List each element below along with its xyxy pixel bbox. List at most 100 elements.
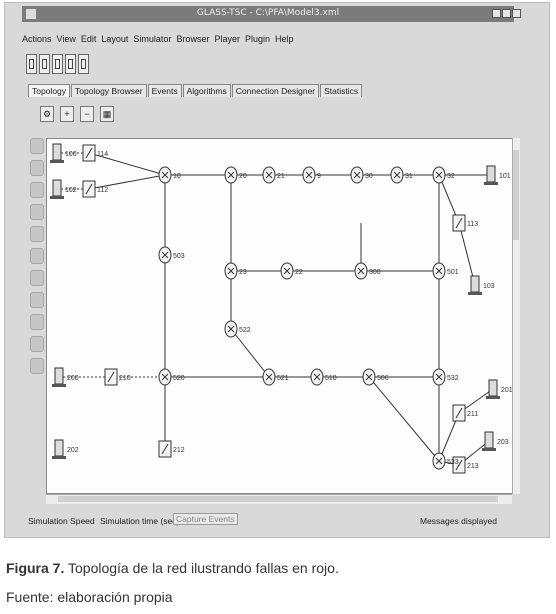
- open-file-button[interactable]: [39, 54, 50, 74]
- tab-algorithms[interactable]: Algorithms: [182, 84, 231, 97]
- node-203[interactable]: 203: [482, 431, 509, 451]
- link-506-533[interactable]: [368, 376, 440, 462]
- node-20[interactable]: 20: [224, 166, 247, 184]
- link-522-521[interactable]: [230, 328, 270, 378]
- capture-events-checkbox[interactable]: Capture Events: [173, 513, 238, 525]
- node-label-21: 21: [277, 173, 285, 180]
- node-201[interactable]: 201: [486, 379, 513, 399]
- node-21[interactable]: 21: [262, 166, 285, 184]
- node-300[interactable]: 300: [354, 262, 381, 280]
- menu-browser[interactable]: Browser: [176, 34, 210, 44]
- node-114[interactable]: 114: [82, 144, 108, 162]
- node-532[interactable]: 532: [432, 368, 459, 386]
- server-tool-icon[interactable]: [30, 226, 44, 242]
- tab-statistics[interactable]: Statistics: [320, 84, 363, 97]
- node-210[interactable]: 210: [104, 368, 131, 386]
- node-32[interactable]: 32: [432, 166, 455, 184]
- minimize-icon[interactable]: [492, 9, 501, 18]
- menu-edit[interactable]: Edit: [80, 34, 97, 44]
- node-10[interactable]: 10: [158, 166, 181, 184]
- node-30[interactable]: 30: [350, 166, 373, 184]
- export-button[interactable]: [78, 54, 89, 74]
- menu-plugin[interactable]: Plugin: [244, 34, 270, 44]
- title-bar: GLASS-TSC - C:\PFA\Model3.xml: [22, 6, 521, 22]
- close-icon[interactable]: [512, 9, 521, 18]
- node-103[interactable]: 103: [468, 275, 495, 295]
- node-9[interactable]: 9: [302, 166, 321, 184]
- menu-view[interactable]: View: [56, 34, 76, 44]
- link-112-10[interactable]: [88, 174, 166, 190]
- node-522[interactable]: 522: [224, 320, 251, 338]
- node-31[interactable]: 31: [390, 166, 413, 184]
- node-113[interactable]: 113: [452, 214, 478, 232]
- speed-label: Simulation Speed: [28, 516, 95, 526]
- link-114-10[interactable]: [88, 152, 166, 176]
- link-113-103[interactable]: [458, 222, 476, 286]
- vertical-scroll-thumb[interactable]: [513, 150, 519, 240]
- node-112[interactable]: 112: [82, 180, 108, 198]
- router-tool-icon[interactable]: [30, 160, 44, 176]
- node-503[interactable]: 503: [158, 246, 185, 264]
- node-label-113: 113: [467, 221, 478, 228]
- switch-tool-icon[interactable]: [30, 182, 44, 198]
- node-label-100: 100: [65, 151, 77, 158]
- gear-icon[interactable]: ⚙: [40, 106, 54, 122]
- tab-connection-designer[interactable]: Connection Designer: [231, 84, 320, 97]
- menu-layout[interactable]: Layout: [101, 34, 129, 44]
- node-tool-icon[interactable]: [30, 314, 44, 330]
- node-501[interactable]: 501: [432, 262, 459, 280]
- tab-events[interactable]: Events: [147, 84, 182, 97]
- node-100[interactable]: 100: [50, 143, 77, 163]
- menu-simulator[interactable]: Simulator: [133, 34, 172, 44]
- tab-topology[interactable]: Topology: [28, 84, 71, 97]
- node-211[interactable]: 211: [452, 404, 478, 422]
- select-tool-icon[interactable]: [30, 138, 44, 154]
- node-22[interactable]: 22: [280, 262, 303, 280]
- link-tool-icon[interactable]: [30, 248, 44, 264]
- node-521[interactable]: 521: [262, 368, 289, 386]
- menu-help[interactable]: Help: [275, 34, 294, 44]
- pencil-tool-icon[interactable]: [30, 336, 44, 352]
- save-file-button[interactable]: [52, 54, 63, 74]
- node-label-503: 503: [173, 253, 185, 260]
- node-label-103: 103: [483, 283, 495, 290]
- node-label-32: 32: [447, 173, 455, 180]
- zoom-in-icon[interactable]: +: [60, 106, 74, 122]
- vertical-scrollbar[interactable]: [512, 138, 520, 494]
- node-202[interactable]: 202: [52, 439, 79, 459]
- node-23[interactable]: 23: [224, 262, 247, 280]
- node-212[interactable]: 212: [158, 440, 185, 458]
- node-label-31: 31: [405, 173, 413, 180]
- grid-icon[interactable]: ▦: [100, 106, 114, 122]
- menu-player[interactable]: Player: [214, 34, 240, 44]
- marker-tool-icon[interactable]: [30, 358, 44, 374]
- new-file-button[interactable]: [26, 54, 37, 74]
- node-510[interactable]: 510: [310, 368, 337, 386]
- host-tool-icon[interactable]: [30, 204, 44, 220]
- node-506[interactable]: 506: [362, 368, 389, 386]
- node-label-521: 521: [277, 375, 289, 382]
- node-label-202: 202: [67, 447, 79, 454]
- figure-caption: Figura 7. Topología de la red ilustrando…: [6, 560, 339, 576]
- node-102[interactable]: 102: [50, 179, 77, 199]
- node-label-201: 201: [501, 387, 513, 394]
- node-label-532: 532: [447, 375, 459, 382]
- node-101[interactable]: 101: [484, 165, 511, 185]
- node-520[interactable]: 520: [158, 368, 185, 386]
- window-menu-icon[interactable]: [26, 9, 36, 19]
- node-213[interactable]: 213: [452, 456, 479, 474]
- node-label-114: 114: [97, 151, 108, 158]
- zoom-out-icon[interactable]: −: [80, 106, 94, 122]
- node-label-112: 112: [97, 187, 108, 194]
- horizontal-scroll-thumb[interactable]: [58, 496, 498, 502]
- flask-tool-icon[interactable]: [30, 292, 44, 308]
- node-533[interactable]: 533: [432, 452, 459, 470]
- node-200[interactable]: 200: [52, 367, 79, 387]
- edge-tool-icon[interactable]: [30, 270, 44, 286]
- refresh-button[interactable]: [65, 54, 76, 74]
- menu-actions[interactable]: Actions: [22, 34, 52, 44]
- tab-topology-browser[interactable]: Topology Browser: [71, 84, 147, 97]
- maximize-icon[interactable]: [502, 9, 511, 18]
